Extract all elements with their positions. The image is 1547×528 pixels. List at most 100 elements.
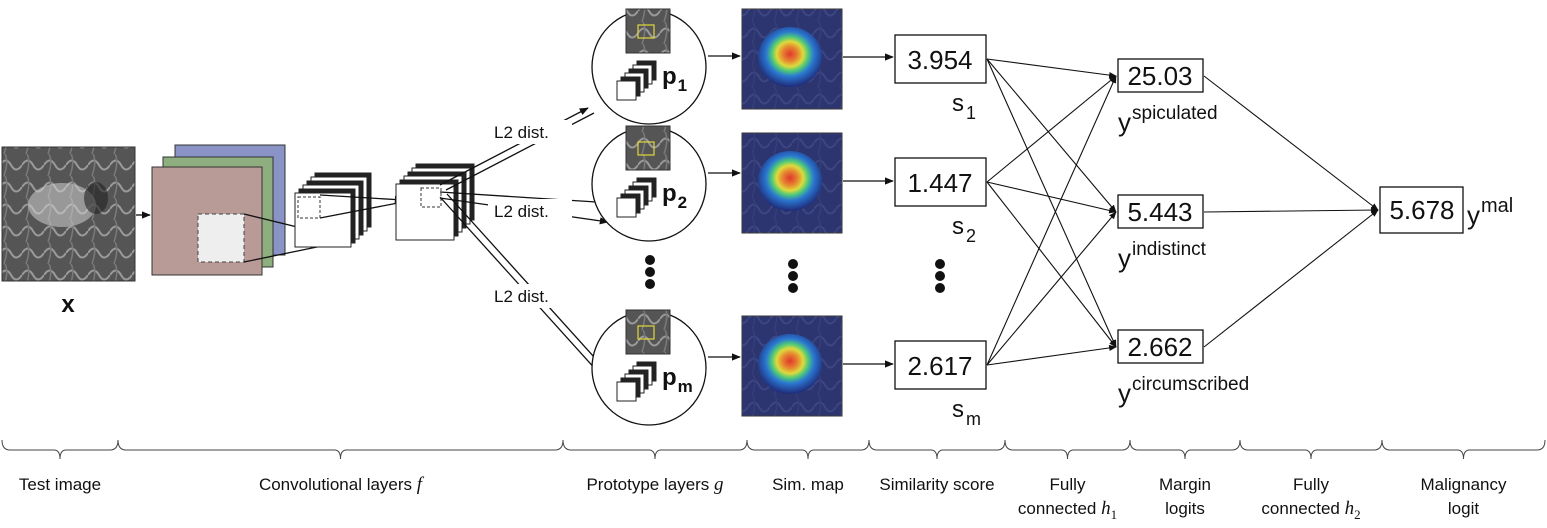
- stage-label: Sim. map: [772, 475, 844, 494]
- stage-label: Fully: [1293, 475, 1329, 494]
- conv-block-2: [395, 163, 475, 241]
- fc2-edge: [1203, 206, 1379, 214]
- prototype-unit-1: p1: [591, 8, 741, 125]
- margin-logits: 25.03 yspiculated 5.443 yindistinct 2.662 yci…: [1117, 58, 1249, 408]
- score-box: [894, 34, 987, 84]
- margin-value: 5.443: [1127, 197, 1192, 227]
- input-symbol: x: [61, 291, 75, 318]
- prototype-layer: [616, 381, 637, 402]
- stage-brace: [117, 439, 564, 460]
- stage-brace: [1381, 439, 1546, 460]
- arrow-conv-2: [319, 194, 404, 204]
- margin-value: 25.03: [1127, 61, 1192, 91]
- similarity-maps: [741, 8, 894, 417]
- ellipsis-dots: [645, 255, 945, 293]
- prototype-unit-2: p2: [591, 125, 741, 242]
- stage-label: Malignancy: [1421, 475, 1507, 494]
- fc1-edge: [986, 181, 1117, 214]
- stage-label: Test image: [19, 475, 101, 494]
- l2-label-2: L2 dist.: [494, 202, 549, 221]
- fc1-edge: [986, 181, 1117, 348]
- margin-logit-3: 2.662 ycircumscribed: [1117, 329, 1249, 408]
- stage-label-line2: logits: [1165, 499, 1205, 518]
- stage-1: Test image: [1, 439, 119, 494]
- prototype-patch-image: [625, 309, 671, 355]
- stage-5: Similarity score: [868, 439, 1006, 494]
- conv1-layer: [294, 192, 352, 248]
- stage-label-line2: connected h2: [1261, 498, 1360, 522]
- l2-label-1: L2 dist.: [494, 123, 549, 142]
- fc1-edge: [986, 58, 1117, 213]
- prototype-patch-image: [625, 125, 671, 171]
- stage-brace: [868, 439, 1006, 460]
- margin-symbol: yspiculated: [1118, 103, 1218, 137]
- fc2-connections: [1203, 75, 1379, 348]
- prototype-patch-image: [625, 8, 671, 54]
- fc1-edge: [986, 75, 1117, 366]
- margin-box: [1117, 58, 1204, 93]
- arrow-conv-2b: [319, 202, 399, 219]
- prototype-subscript: m: [678, 377, 693, 396]
- stage-brace: [1, 439, 119, 460]
- prototype-layer: [616, 80, 637, 101]
- stage-label: Similarity score: [879, 475, 994, 494]
- score-box: [894, 340, 987, 390]
- score-value: 1.447: [907, 168, 972, 198]
- margin-box: [1117, 329, 1204, 364]
- margin-logit-1: 25.03 yspiculated: [1117, 58, 1218, 137]
- stage-9: Malignancy logit: [1381, 439, 1546, 518]
- stage-8: Fully connected h2: [1239, 439, 1383, 522]
- similarity-map-2: [741, 132, 894, 234]
- margin-symbol: ycircumscribed: [1118, 374, 1249, 408]
- similarity-map-1: [741, 8, 894, 110]
- fc1-edge: [986, 58, 1117, 79]
- output-symbol: ymal: [1467, 195, 1513, 230]
- stage-2: Convolutional layers f: [117, 439, 564, 495]
- stage-4: Sim. map: [746, 439, 870, 494]
- stage-label-line2: logit: [1448, 499, 1479, 518]
- fc1-edge: [986, 211, 1117, 366]
- fc1-edge: [986, 75, 1117, 183]
- fc1-edge: [986, 58, 1117, 348]
- margin-symbol: yindistinct: [1118, 239, 1207, 273]
- prototype-layer: [616, 197, 637, 218]
- stage-7: Margin logits: [1129, 439, 1241, 518]
- stage-label: Convolutional layers f: [259, 474, 425, 495]
- stage-brace: [1004, 439, 1131, 460]
- margin-box: [1117, 194, 1204, 229]
- margin-logit-2: 5.443 yindistinct: [1117, 194, 1207, 273]
- fc2-edge: [1203, 75, 1379, 211]
- stage-3: Prototype layers g: [562, 439, 748, 495]
- stage-label: Margin: [1159, 475, 1211, 494]
- score-value: 2.617: [907, 351, 972, 381]
- score-value: 3.954: [907, 45, 972, 75]
- similarity-map-3: [741, 315, 894, 417]
- output-box: [1379, 186, 1464, 234]
- margin-value: 2.662: [1127, 332, 1192, 362]
- stage-brace: [562, 439, 748, 460]
- stage-brace: [1239, 439, 1383, 460]
- prototype-unit-3: pm: [591, 309, 741, 426]
- fc1-connections: [986, 58, 1117, 366]
- prototype-subscript: 2: [678, 193, 687, 212]
- test-image: [1, 146, 136, 282]
- stage-brace: [746, 439, 870, 460]
- stage-brace: [1129, 439, 1241, 460]
- fc1-edge: [986, 344, 1117, 366]
- conv2-layer: [395, 183, 455, 241]
- stage-label: Prototype layers g: [586, 474, 723, 495]
- prototype-subscript: 1: [678, 76, 687, 95]
- feature-map-stack: [151, 144, 286, 276]
- fc2-edge: [1203, 209, 1379, 348]
